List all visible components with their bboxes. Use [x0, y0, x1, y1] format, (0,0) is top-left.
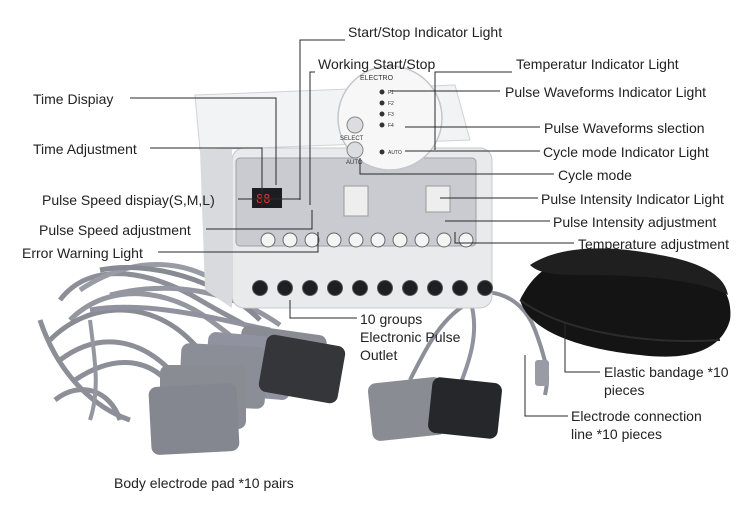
- intensity-knob: [260, 232, 276, 248]
- electrode-pads: [148, 325, 346, 455]
- label-bandage-line-1: Elastic bandage *10: [604, 364, 729, 380]
- leader-cycle-mode: [359, 158, 554, 175]
- label-pulse-speed-adjustment: Pulse Speed adjustment: [39, 222, 191, 238]
- intensity-knob: [436, 232, 452, 248]
- label-time-adjustment: Time Adjustment: [33, 141, 137, 157]
- pulse-outlet-socket: [452, 280, 468, 296]
- elastic-bandage: [519, 248, 731, 357]
- pulse-outlet-socket: [377, 280, 393, 296]
- panel-brand-text: ELECTRO: [360, 75, 394, 82]
- label-bandage-line-2: pieces: [604, 382, 645, 398]
- intensity-knob: [304, 232, 320, 248]
- leader-bandage: [564, 322, 600, 373]
- auto-button-label: AUTO: [346, 160, 363, 166]
- leader-time-adjustment: [150, 147, 263, 205]
- label-working-start-stop: Working Start/Stop: [318, 56, 436, 72]
- label-temperature-indicator-light: Temperatur Indicator Light: [516, 56, 679, 72]
- label-pulse-waveforms-selection: Pulse Waveforms slection: [544, 120, 705, 136]
- leader-temperature-light: [434, 71, 512, 150]
- label-start-stop-indicator-light: Start/Stop Indicator Light: [348, 24, 503, 40]
- label-outlet-line-3: Outlet: [360, 347, 398, 363]
- label-pulse-outlet: 10 groups Electronic Pulse Outlet: [360, 310, 490, 364]
- leader-temperature-adjustment: [454, 232, 574, 244]
- label-elastic-bandage: Elastic bandage *10 pieces: [604, 363, 744, 399]
- pulse-outlet-socket: [352, 280, 368, 296]
- label-pulse-speed-display: Pulse Speed dispiay(S,M,L): [42, 192, 215, 208]
- label-outlet-line-2: Electronic Pulse: [360, 329, 461, 345]
- leader-pulse-speed-adjustment: [206, 210, 313, 230]
- therapy-device: 88 SELECT AUTO ELECTRO F1 F2 F3 F4 AUTO: [194, 65, 493, 309]
- pulse-outlet-socket: [252, 280, 268, 296]
- intensity-knob: [282, 232, 298, 248]
- pulse-outlet-socket: [477, 280, 493, 296]
- leader-lines: [130, 39, 600, 417]
- pulse-outlet-socket: [277, 280, 293, 296]
- label-connection-line-1: Electrode connection: [571, 408, 702, 424]
- leader-outlets: [289, 300, 357, 319]
- intensity-knob: [370, 232, 386, 248]
- pulse-outlet-row: [252, 280, 493, 296]
- select-button-label: SELECT: [340, 136, 364, 142]
- leader-start-stop-light: [299, 39, 345, 200]
- label-electrode-connection-line: Electrode connection line *10 pieces: [571, 407, 731, 443]
- label-outlet-line-1: 10 groups: [360, 311, 423, 327]
- intensity-knob: [458, 232, 474, 248]
- led-f3: F3: [388, 112, 394, 118]
- label-body-electrode-pads: Body electrode pad *10 pairs: [114, 475, 294, 491]
- waveform-leds: F1 F2 F3 F4 AUTO: [379, 89, 402, 156]
- intensity-knob: [392, 232, 408, 248]
- electrode-connection-line: [367, 290, 550, 441]
- pulse-outlet-socket: [302, 280, 318, 296]
- label-temperature-adjustment: Temperature adjustment: [578, 236, 729, 252]
- intensity-knob: [414, 232, 430, 248]
- label-pulse-intensity-indicator-light: Pulse Intensity Indicator Light: [541, 191, 724, 207]
- intensity-knob: [326, 232, 342, 248]
- led-f1: F1: [388, 90, 394, 96]
- led-auto: AUTO: [388, 150, 402, 156]
- pulse-outlet-socket: [427, 280, 443, 296]
- intensity-knob: [348, 232, 364, 248]
- label-pulse-waveforms-indicator-light: Pulse Waveforms Indicator Light: [505, 84, 707, 100]
- leader-error-warning: [158, 232, 319, 253]
- led-f2: F2: [388, 101, 394, 107]
- pulse-outlet-socket: [402, 280, 418, 296]
- pulse-outlet-socket: [327, 280, 343, 296]
- label-cycle-mode-indicator-light: Cycle mode Indicator Light: [543, 144, 709, 160]
- label-time-display: Time Dispiay: [33, 91, 114, 107]
- label-pulse-intensity-adjustment: Pulse Intensity adjustment: [553, 214, 717, 230]
- label-error-warning-light: Error Warning Light: [22, 245, 143, 261]
- label-cycle-mode: Cycle mode: [558, 167, 632, 183]
- label-connection-line-2: line *10 pieces: [571, 426, 663, 442]
- leader-working-start-stop: [309, 71, 315, 205]
- leader-connection-line: [524, 355, 568, 417]
- leader-time-display: [130, 97, 277, 185]
- led-f4: F4: [388, 123, 394, 129]
